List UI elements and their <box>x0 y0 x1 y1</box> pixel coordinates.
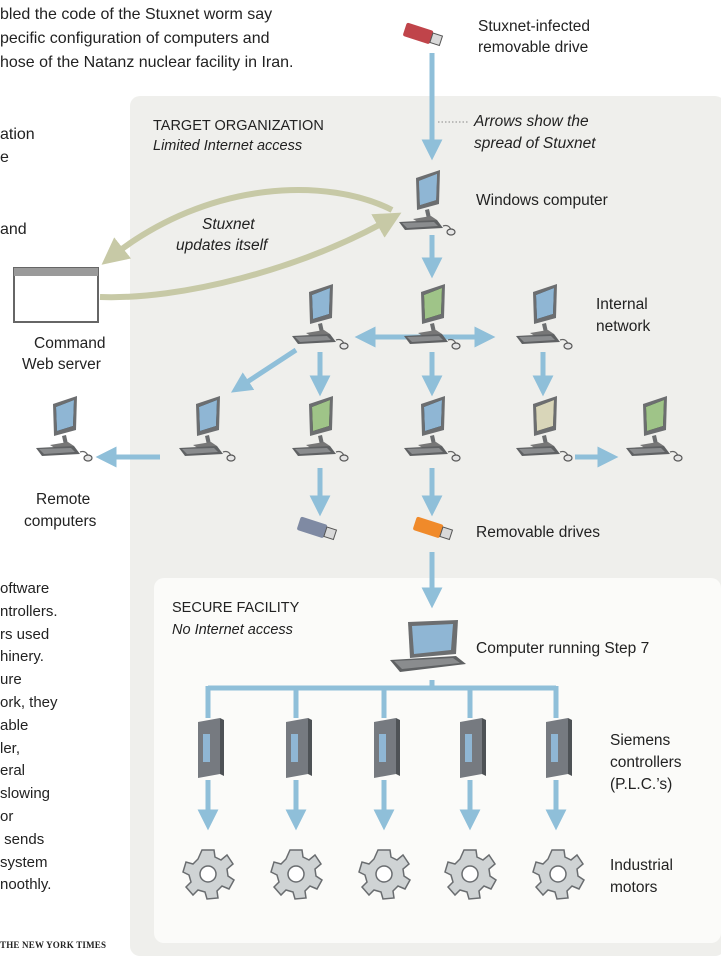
left-fragment-1: ation <box>0 126 35 143</box>
motor-gear-icon-5 <box>532 849 585 900</box>
secure-facility-subtitle: No Internet access <box>172 622 293 638</box>
intro-line-1: bled the code of the Stuxnet worm say <box>0 6 273 23</box>
internal-computer-3-icon <box>515 283 573 350</box>
infected-drive-icon <box>403 22 444 47</box>
screen <box>424 288 442 319</box>
intro-line-3: hose of the Natanz nuclear facility in I… <box>0 54 294 71</box>
updates-note-2: updates itself <box>176 237 268 254</box>
secure-facility-title: SECURE FACILITY <box>172 600 300 616</box>
updates-note-1: Stuxnet <box>202 216 255 233</box>
target-org-title: TARGET ORGANIZATION <box>153 118 324 134</box>
screen <box>419 174 437 205</box>
screen <box>199 400 217 431</box>
lan-computer-5-icon <box>625 395 683 462</box>
remote-computers-label-1: Remote <box>36 491 91 508</box>
lan-computer-2-icon <box>291 395 349 462</box>
left-fragment-3: and <box>0 221 27 238</box>
screen <box>536 400 554 431</box>
motor-gear-icon-2 <box>270 849 323 900</box>
screen <box>536 288 554 319</box>
screen <box>56 400 74 431</box>
controllers-label-1: Siemens <box>610 732 671 749</box>
command-server-label-1: Command <box>34 335 106 352</box>
intro-line-2: pecific configuration of computers and <box>0 30 270 47</box>
command-server-label-2: Web server <box>22 356 101 373</box>
plc-icon-4 <box>460 718 486 778</box>
motors-label-1: Industrial <box>610 857 673 874</box>
bottom-left-paragraph: oftware ntrollers. rs used hinery. ure o… <box>0 580 58 894</box>
lan-computer-3-icon <box>403 395 461 462</box>
infected-drive-label-1: Stuxnet-infected <box>478 18 591 35</box>
internal-computer-2-icon <box>403 283 461 350</box>
remote-computer-icon <box>35 395 93 462</box>
removable-drives-label: Removable drives <box>476 524 601 541</box>
controllers-label-2: controllers <box>610 754 682 771</box>
internal-network-label-1: Internal <box>596 296 648 313</box>
motors-label-2: motors <box>610 879 658 896</box>
internal-computer-1-icon <box>291 283 349 350</box>
plc-icon-2 <box>286 718 312 778</box>
screen <box>424 400 442 431</box>
controllers-label-3: (P.L.C.’s) <box>610 776 673 793</box>
legend-note-1: Arrows show the <box>474 113 589 130</box>
legend-note-2: spread of Stuxnet <box>474 135 596 152</box>
windows-computer-label: Windows computer <box>476 192 608 209</box>
windows-computer-icon <box>398 169 456 236</box>
removable-drive-gray-icon <box>297 516 338 541</box>
target-org-subtitle: Limited Internet access <box>153 138 303 154</box>
screen <box>312 288 330 319</box>
plc-icon-5 <box>546 718 572 778</box>
infected-drive-label-2: removable drive <box>478 39 589 56</box>
step7-computer-label: Computer running Step 7 <box>476 640 650 657</box>
screen <box>646 400 664 431</box>
left-fragment-2: e <box>0 149 9 166</box>
removable-drive-orange-icon <box>413 516 454 541</box>
plc-icon-3 <box>374 718 400 778</box>
screen <box>312 400 330 431</box>
motor-gear-icon-3 <box>358 849 411 900</box>
lan-computer-4-icon <box>515 395 573 462</box>
plc-icon-1 <box>198 718 224 778</box>
web-server-icon <box>13 267 99 323</box>
laptop-icon <box>390 620 466 672</box>
remote-computers-label-2: computers <box>24 513 97 530</box>
lan-computer-1-icon <box>178 395 236 462</box>
internal-network-label-2: network <box>596 318 651 335</box>
credit: THE NEW YORK TIMES <box>0 940 107 950</box>
motor-gear-icon-4 <box>444 849 497 900</box>
motor-gear-icon-1 <box>182 849 235 900</box>
